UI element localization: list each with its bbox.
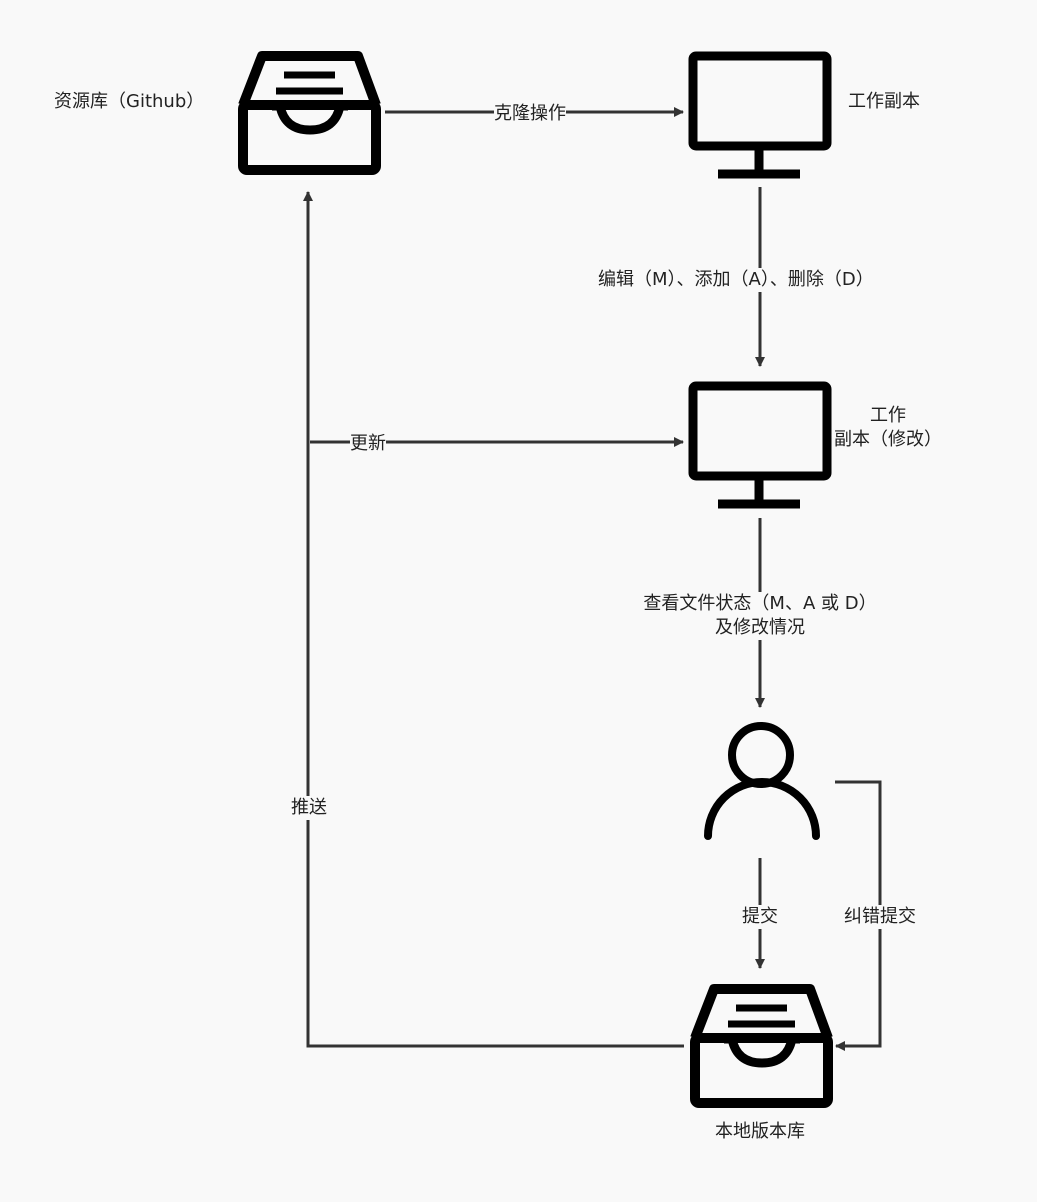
local-repo-label: 本地版本库	[715, 1121, 805, 1142]
repo-label: 资源库（Github）	[54, 91, 205, 112]
user-icon	[704, 722, 820, 840]
update-label: 更新	[350, 432, 386, 456]
modified-copy-label-line1: 工作	[870, 405, 906, 426]
clone-label: 克隆操作	[494, 102, 566, 126]
edit-label: 编辑（M）、添加（A）、删除（D）	[598, 268, 874, 292]
modified-copy-monitor-icon	[688, 381, 832, 509]
review-label-line2: 及修改情况	[715, 616, 805, 640]
push-label: 推送	[291, 796, 327, 820]
modified-copy-label-line2: 副本（修改）	[834, 429, 942, 450]
working-copy-label: 工作副本	[848, 91, 920, 112]
push-arrow	[303, 191, 684, 1048]
review-label-line1: 查看文件状态（M、A 或 D）	[643, 592, 877, 616]
working-copy-monitor-icon	[688, 51, 832, 179]
fix-commit-label: 纠错提交	[844, 905, 916, 929]
repo-inbox-icon	[238, 51, 381, 175]
local-repo-inbox-icon	[690, 984, 833, 1108]
commit-label: 提交	[742, 905, 778, 929]
